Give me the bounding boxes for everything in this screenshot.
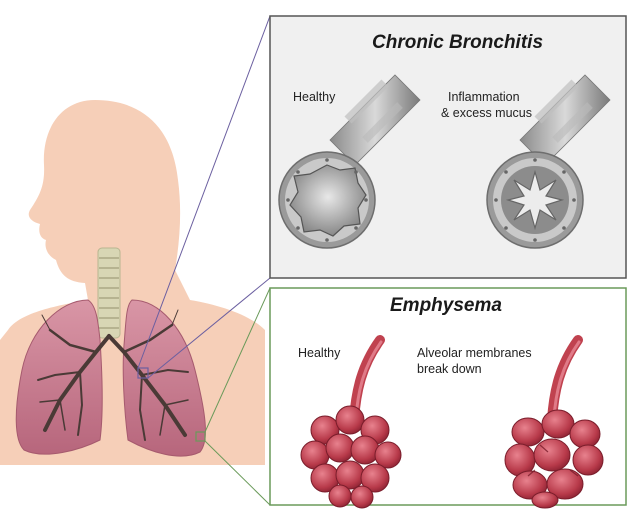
emphysema-breakdown-label-line1: Alveolar membranes xyxy=(417,346,532,361)
emphysema-healthy-label: Healthy xyxy=(298,346,340,361)
emphysema-title: Emphysema xyxy=(390,295,502,317)
bronchitis-healthy-label: Healthy xyxy=(293,90,335,105)
emphysema-breakdown-label-line2: break down xyxy=(417,362,482,377)
chronic-bronchitis-title: Chronic Bronchitis xyxy=(372,32,543,54)
emphysema-panel xyxy=(270,288,626,508)
bronchitis-inflammation-label-line1: Inflammation xyxy=(448,90,520,105)
chronic-bronchitis-panel xyxy=(270,16,626,278)
trachea xyxy=(98,248,120,338)
bronchitis-inflammation-label-line2: & excess mucus xyxy=(441,106,532,121)
